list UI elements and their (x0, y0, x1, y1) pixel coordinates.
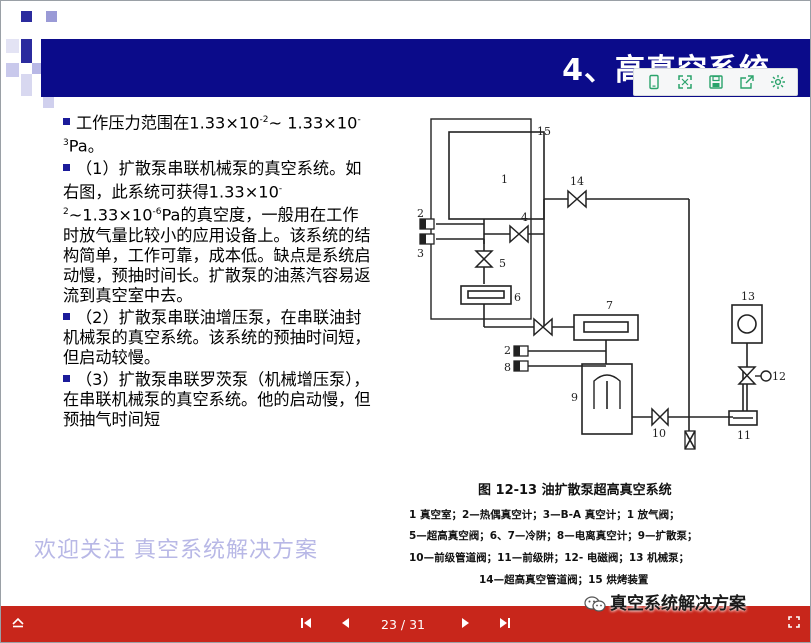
bullet-item: （1）扩散泵串联机械泵的真空系统。如右图，此系统可获得1.33×10-2~1.3… (63, 159, 373, 306)
slide-body-text: 工作压力范围在1.33×10-2~ 1.33×10-3Pa。 （1）扩散泵串联机… (63, 110, 373, 432)
cold-trap-6 (460, 285, 512, 305)
decor-square (32, 63, 43, 74)
label-14: 14 (570, 175, 584, 188)
label-6: 6 (514, 291, 521, 304)
figure-caption: 图 12-13 油扩散泵超高真空系统 (478, 483, 672, 498)
valve-10 (651, 407, 669, 427)
prev-page-icon[interactable] (338, 616, 352, 633)
bullet-text: Pa。 (68, 136, 104, 156)
fullscreen-icon[interactable] (675, 72, 695, 92)
label-9: 9 (571, 391, 578, 404)
label-12: 12 (772, 370, 786, 383)
bullet-item: （2）扩散泵串联油增压泵，在串联油封机械泵的真空系统。该系统的预抽时间短，但启动… (63, 308, 373, 368)
decor-square (43, 97, 54, 108)
bullet-text: （2）扩散泵串联油增压泵，在串联油封机械泵的真空系统。该系统的预抽时间短，但启动… (63, 307, 371, 367)
floating-toolbar (633, 68, 798, 96)
brand-label: 真空系统解决方案 (584, 589, 746, 614)
label-8: 8 (504, 361, 511, 374)
fullscreen-toggle-icon[interactable] (787, 615, 801, 632)
valve-inline (533, 317, 553, 337)
wechat-icon (584, 595, 606, 613)
figure-legend-line: 10—前级管道阀；11—前级阱；12- 电磁阀；13 机械泵； (409, 552, 690, 564)
vacuum-system-diagram: 1 2 3 4 5 6 7 2 8 9 10 11 12 13 14 15 (417, 118, 786, 450)
valve-5 (474, 250, 494, 268)
bullet-text: ~ 1.33×10 (268, 113, 358, 133)
next-page-icon[interactable] (459, 616, 473, 633)
valve-14 (567, 189, 587, 209)
label-4: 4 (521, 211, 528, 224)
bullet-square-icon (63, 163, 70, 171)
label-10: 10 (652, 427, 666, 440)
bullet-square-icon (63, 312, 70, 320)
mechanical-pump (731, 304, 763, 344)
watermark-text: 欢迎关注 真空系统解决方案 (34, 538, 318, 563)
label-15: 15 (537, 125, 551, 138)
superscript: -6 (152, 207, 162, 218)
label-11: 11 (737, 429, 751, 442)
superscript: -3 (63, 115, 361, 149)
figure-legend-line: 14—超高真空管道阀；15 烘烤装置 (479, 574, 649, 586)
bullet-text: ~1.33×10 (68, 205, 153, 225)
label-2b: 2 (504, 344, 511, 357)
label-2: 2 (417, 207, 424, 220)
superscript: -2 (63, 183, 283, 218)
decor-square (6, 63, 19, 77)
menu-icon[interactable] (11, 615, 25, 632)
decor-square (46, 11, 57, 22)
first-page-icon[interactable] (299, 616, 313, 633)
share-icon[interactable] (737, 72, 757, 92)
valve-4 (509, 224, 529, 244)
vacuum-chamber (448, 131, 545, 220)
label-13: 13 (741, 290, 755, 303)
solenoid-icon (760, 370, 772, 382)
bullet-item: 工作压力范围在1.33×10-2~ 1.33×10-3Pa。 (63, 110, 373, 157)
superscript: -2 (259, 115, 269, 125)
settings-icon[interactable] (768, 72, 788, 92)
label-3: 3 (417, 247, 424, 260)
bullet-square-icon (63, 374, 70, 382)
save-icon[interactable] (706, 72, 726, 92)
bullet-text: 工作压力范围在1.33×10 (76, 113, 260, 133)
figure-legend-line: 5—超高真空阀；6、7—冷阱；8—电离真空计；9—扩散泵； (409, 530, 698, 542)
decor-square (6, 39, 19, 53)
brand-text: 真空系统解决方案 (610, 594, 746, 614)
decor-square (21, 11, 32, 22)
bullet-text: （1）扩散泵串联机械泵的真空系统。如右图，此系统可获得1.33×10 (63, 158, 362, 202)
last-page-icon[interactable] (498, 616, 512, 633)
figure-legend-line: 1 真空室；2—热偶真空计；3—B-A 真空计；1 放气阀； (409, 509, 680, 521)
page-indicator: 23 / 31 (381, 617, 425, 632)
slide-nav-bar: 23 / 31 (1, 606, 810, 642)
decor-square (21, 39, 32, 63)
decor-square (21, 74, 32, 96)
bullet-text: （3）扩散泵串联罗茨泵（机械增压泵），在串联机械泵的真空系统。他的启动慢，但预抽… (63, 369, 371, 429)
bullet-text: Pa的真空度，一般用在工作时放气量比较小的应用设备上。该系统的结构简单，工作可靠… (63, 205, 371, 305)
valve-12 (737, 366, 757, 385)
label-1: 1 (501, 173, 508, 186)
label-5: 5 (499, 257, 506, 270)
label-7: 7 (606, 299, 613, 312)
bullet-square-icon (63, 118, 70, 126)
diffusion-pump (581, 363, 633, 435)
bullet-item: （3）扩散泵串联罗茨泵（机械增压泵），在串联机械泵的真空系统。他的启动慢，但预抽… (63, 370, 373, 430)
phone-icon[interactable] (644, 72, 664, 92)
